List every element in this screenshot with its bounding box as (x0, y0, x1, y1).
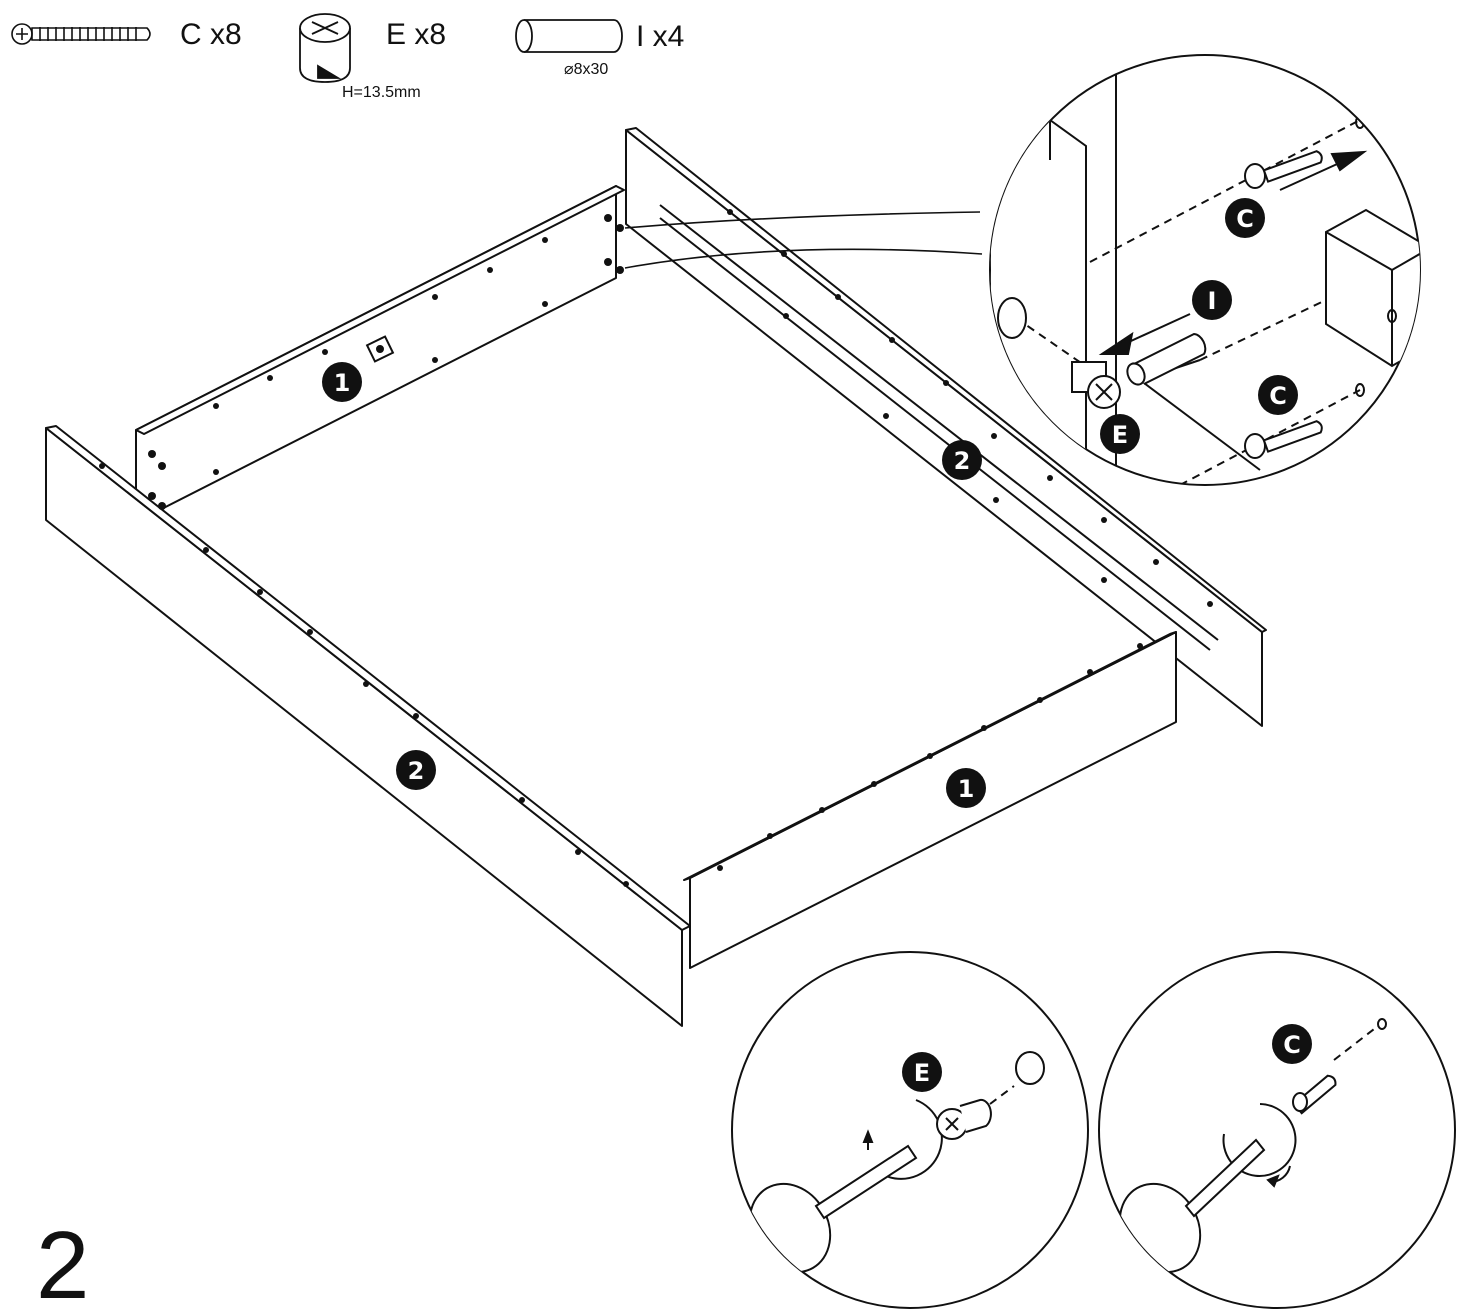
part-i-dimension: ⌀8x30 (564, 61, 608, 78)
detail-3-badge-label: C (1283, 1031, 1301, 1059)
parts-legend: C x8 E x8 H=13.5mm I x4 ⌀8x30 (11, 13, 684, 101)
svg-text:2: 2 (954, 447, 971, 475)
cam-pocket (365, 335, 395, 363)
detail-3-badge (1272, 1024, 1312, 1064)
detail-1-badges: C I C E (1100, 198, 1298, 454)
svg-text:2: 2 (408, 757, 425, 785)
detail-circle-screw: C (1098, 951, 1456, 1309)
badge-panel-2-back: 2 (942, 440, 982, 480)
part-e-dimension: H=13.5mm (342, 84, 421, 101)
cam-lock-icon (299, 13, 351, 83)
badge-panel-1-back: 1 (322, 362, 362, 402)
detail-2-badge (902, 1052, 942, 1092)
panel-badges: 1 2 2 1 (322, 362, 986, 808)
svg-text:1: 1 (958, 775, 975, 803)
panel-2-front (45, 425, 691, 1027)
svg-text:E: E (1112, 421, 1128, 449)
detail-leader-lines (624, 211, 983, 269)
badge-panel-2-front: 2 (396, 750, 436, 790)
cam-screw-icon (11, 23, 151, 45)
detail-circle-joint: C I C E (989, 54, 1421, 486)
svg-text:I: I (1208, 287, 1217, 315)
svg-text:1: 1 (334, 369, 351, 397)
detail-2-badge-label: E (914, 1059, 930, 1087)
panel-1-front (683, 631, 1177, 969)
badge-panel-1-front: 1 (946, 768, 986, 808)
detail-circle-cam-lock: E (731, 951, 1089, 1309)
part-i-label: I x4 (636, 20, 684, 53)
dowel-icon (515, 19, 623, 53)
pre-drilled-holes (99, 209, 1213, 887)
svg-text:C: C (1269, 382, 1287, 410)
part-e-label: E x8 (386, 18, 446, 51)
svg-text:C: C (1236, 205, 1254, 233)
part-c-label: C x8 (180, 18, 242, 51)
step-number: 2 (36, 1212, 89, 1312)
